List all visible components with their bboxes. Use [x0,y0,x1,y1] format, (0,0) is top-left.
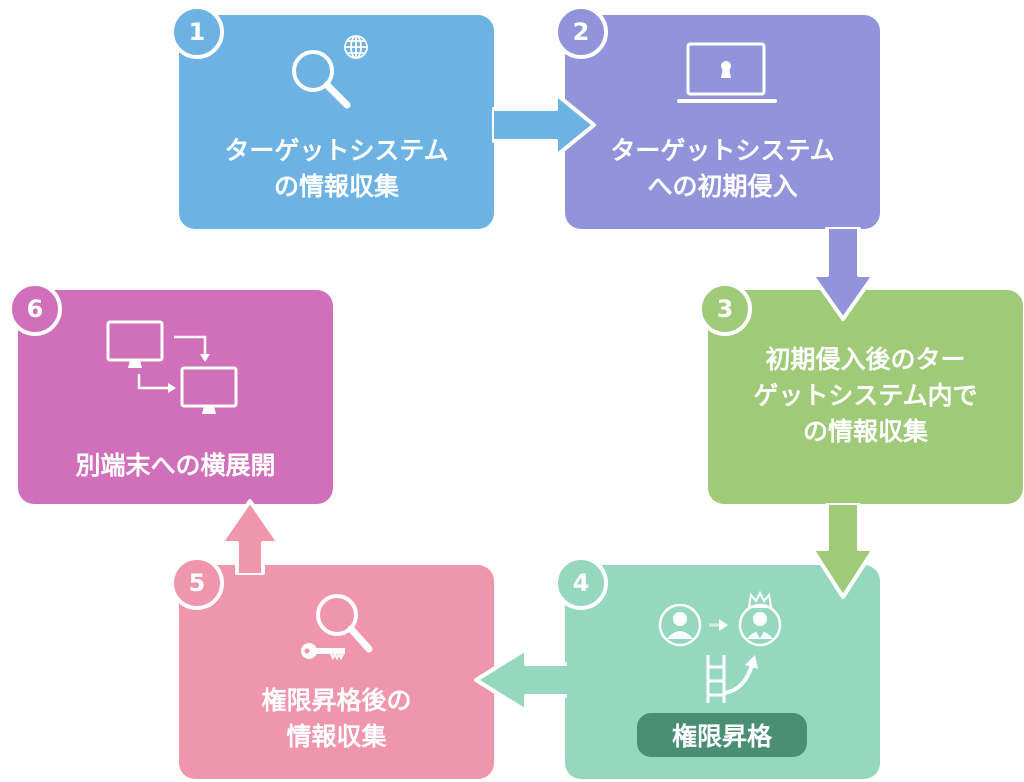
step-5-line1: 権限昇格後の [261,686,412,715]
step-5-line2: 情報収集 [286,722,387,751]
step-2-badge: 2 [554,5,608,59]
step-4-badge: 4 [554,556,608,610]
step-card-2: ターゲットシステム への初期侵入 [565,15,880,229]
step-1-line2: の情報収集 [273,172,399,201]
step-5-label: 権限昇格後の 情報収集 [179,683,494,755]
arrow-step1-to-step2 [492,92,596,158]
step-1-line1: ターゲットシステム [224,136,449,165]
step-6-badge: 6 [8,282,62,336]
step-2-line1: ターゲットシステム [610,136,835,165]
step-card-1: ターゲットシステム の情報収集 [179,15,494,229]
step-card-3: 初期侵入後のター ゲットシステム内で の情報収集 [708,290,1023,504]
step-3-line1: 初期侵入後のター [765,345,966,374]
step-1-label: ターゲットシステム の情報収集 [179,133,494,205]
search-key-icon [301,594,373,661]
step-card-4: 権限昇格 [565,565,880,779]
arrow-step3-to-step4 [810,503,876,599]
step-1-badge: 1 [170,5,224,59]
step-2-label: ターゲットシステム への初期侵入 [565,133,880,205]
step-6-label: 別端末への横展開 [75,451,276,480]
step-3-line2: ゲットシステム内で [753,381,978,410]
arrow-step5-to-step6 [219,499,281,575]
step-5-badge: 5 [170,556,224,610]
step-3-badge: 3 [698,282,752,336]
step-card-6: 別端末への横展開 [18,290,333,504]
arrow-step4-to-step5 [474,647,570,713]
step-4-label: 権限昇格 [637,713,807,757]
search-globe-icon [292,35,368,109]
lateral-movement-icon [106,320,238,414]
locked-laptop-icon [677,42,777,103]
step-2-line2: への初期侵入 [647,172,798,201]
step-3-label: 初期侵入後のター ゲットシステム内で の情報収集 [708,342,1023,450]
step-3-line3: の情報収集 [802,417,928,446]
step-card-5: 権限昇格後の 情報収集 [179,565,494,779]
privilege-escalation-icon [658,590,782,703]
arrow-step2-to-step3 [810,227,876,321]
